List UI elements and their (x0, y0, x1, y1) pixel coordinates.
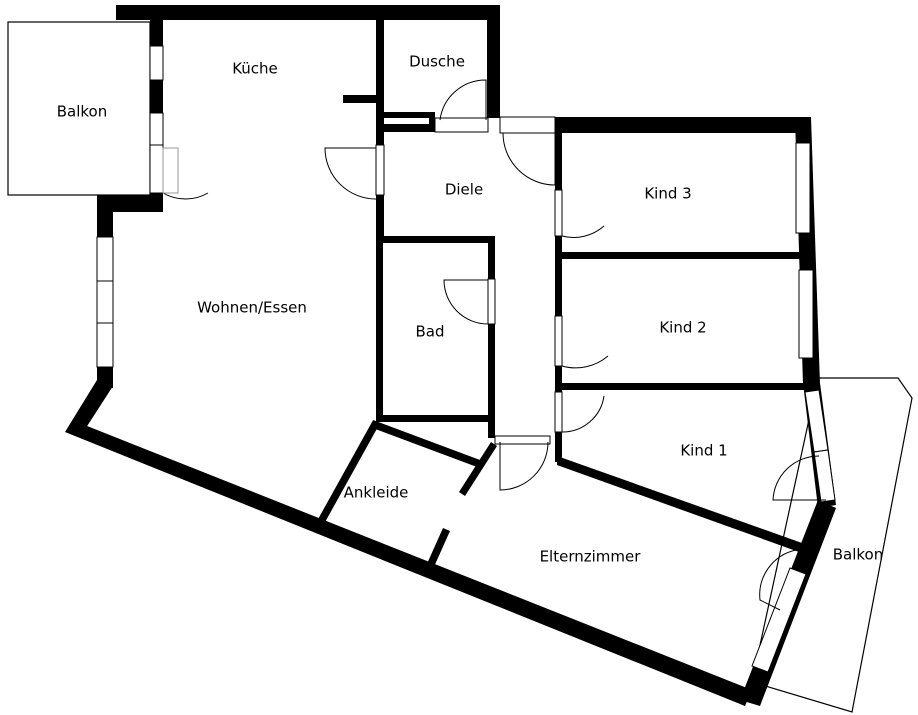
doors (162, 79, 826, 611)
room-label-diele: Diele (445, 181, 483, 199)
room-label-kind1: Kind 1 (680, 442, 727, 460)
room-label-kueche: Küche (232, 60, 278, 78)
windows (96, 45, 836, 673)
room-label-dusche: Dusche (409, 53, 465, 71)
room-label-balkon-right: Balkon (833, 546, 884, 564)
outer-walls (65, 5, 836, 706)
balcony-right-outline (751, 377, 913, 713)
room-label-bad: Bad (415, 323, 444, 341)
room-label-kind2: Kind 2 (659, 319, 706, 337)
room-label-balkon-left: Balkon (57, 103, 108, 121)
room-label-kind3: Kind 3 (644, 185, 691, 203)
room-label-wohnen-essen: Wohnen/Essen (197, 299, 307, 317)
interior-walls (317, 18, 807, 569)
room-label-elternzimmer: Elternzimmer (540, 548, 642, 566)
room-label-ankleide: Ankleide (344, 484, 409, 502)
